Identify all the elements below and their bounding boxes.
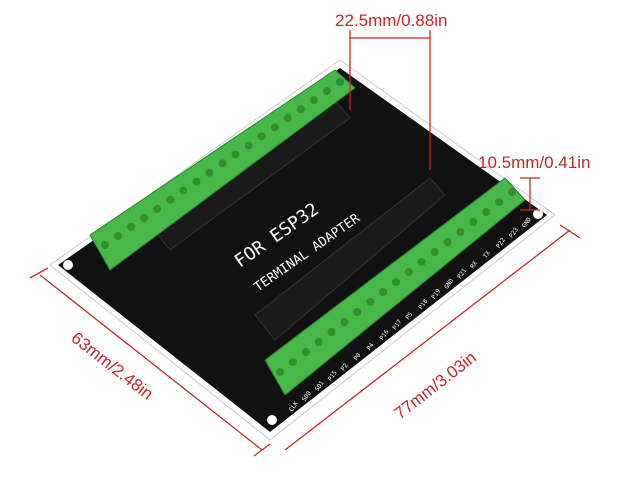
dim-header-spacing: 22.5mm/0.88in	[335, 11, 447, 30]
terminal-screw-hole	[404, 268, 413, 276]
terminal-screw-hole	[301, 348, 310, 356]
dimension-lines	[29, 30, 581, 457]
pin-label: P0	[353, 352, 363, 362]
terminal-screw-hole	[495, 198, 504, 206]
terminal-screw-hole	[166, 195, 175, 204]
mount-hole	[533, 209, 543, 219]
dim-length: 77mm/3.03in	[391, 348, 480, 423]
terminal-screw-hole	[288, 358, 297, 366]
terminal-screw-hole	[101, 241, 109, 249]
terminal-screw-hole	[218, 159, 227, 168]
terminal-screw-hole	[314, 338, 323, 346]
terminal-screw-hole	[379, 288, 388, 296]
terminal-screw-hole	[443, 238, 452, 246]
terminal-screw-hole	[179, 186, 188, 195]
terminal-screw-hole	[327, 328, 336, 336]
terminal-screw-hole	[322, 87, 331, 96]
pin-label: P5	[404, 311, 414, 321]
terminal-screw-hole	[153, 204, 162, 213]
terminal-screw-hole	[244, 141, 253, 150]
dim-terminal-height: 10.5mm/0.41in	[478, 153, 590, 172]
terminal-screw-hole	[276, 368, 284, 376]
terminal-screw-hole	[430, 248, 439, 256]
mount-hole	[63, 260, 73, 270]
terminal-screw-hole	[469, 218, 478, 226]
terminal-screw-hole	[392, 278, 400, 286]
terminal-screw-hole	[417, 258, 426, 266]
left-pin-label: 5V	[76, 237, 86, 247]
terminal-screw-hole	[508, 188, 516, 196]
female-header-right	[254, 177, 446, 341]
mount-hole	[267, 415, 277, 425]
terminal-screw-hole	[283, 114, 292, 123]
terminal-screw-hole	[140, 213, 149, 222]
terminal-screw-hole	[309, 96, 318, 105]
pin-label: P4	[366, 342, 376, 352]
terminal-screw-hole	[340, 318, 349, 326]
terminal-screw-hole	[296, 105, 305, 114]
pin-label: P2	[340, 362, 350, 372]
terminal-screw-hole	[336, 78, 344, 86]
terminal-screw-hole	[270, 123, 279, 132]
terminal-screw-hole	[257, 132, 266, 141]
terminal-screw-hole	[353, 308, 362, 316]
pin-label: TX	[482, 250, 492, 260]
terminal-screw-hole	[114, 231, 123, 240]
terminal-screw-hole	[205, 168, 214, 177]
pin-label: RX	[469, 260, 479, 270]
terminal-screw-hole	[192, 177, 201, 186]
pcb-board-black	[58, 68, 547, 432]
terminal-screw-hole	[456, 228, 465, 236]
terminal-screw-hole	[366, 298, 375, 306]
terminal-screw-hole	[127, 222, 136, 231]
terminal-screw-hole	[231, 150, 240, 159]
terminal-screw-hole	[482, 208, 491, 216]
